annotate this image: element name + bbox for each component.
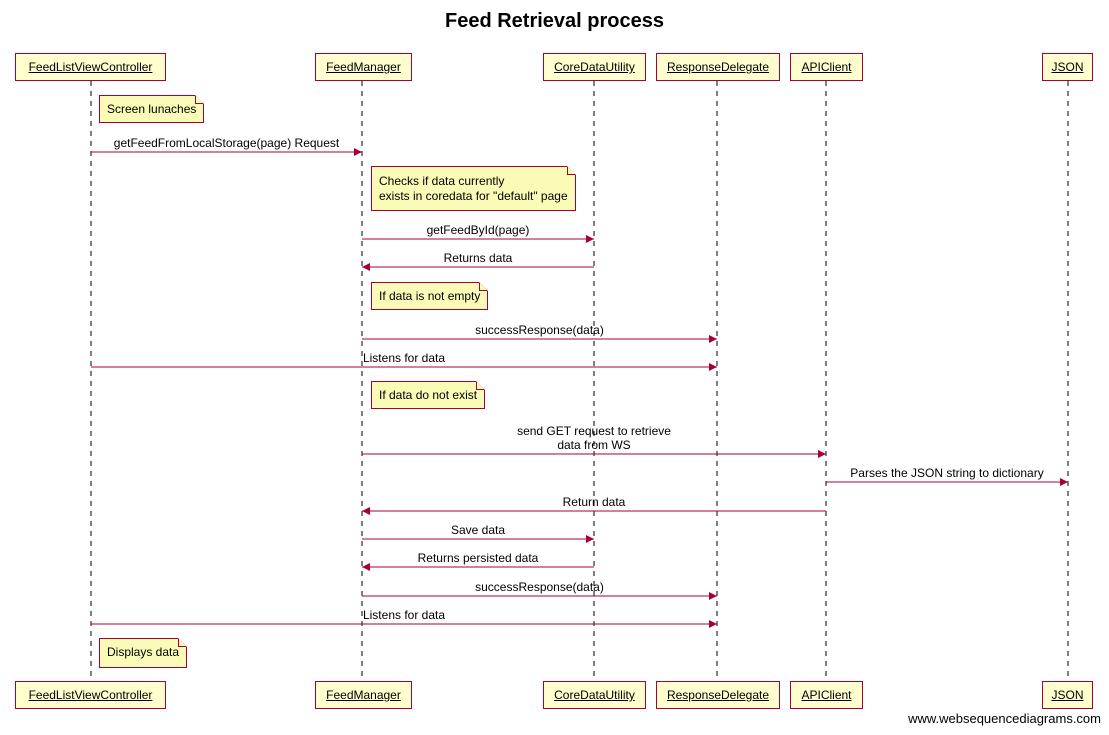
note-fold-corner — [195, 95, 205, 104]
message-label: Listens for data — [91, 608, 717, 622]
participant-label: FeedManager — [326, 688, 401, 702]
participant-flvc-bottom: FeedListViewController — [15, 681, 166, 709]
participant-label: APIClient — [801, 688, 852, 702]
participant-label: FeedManager — [326, 60, 401, 74]
participant-label: JSON — [1051, 688, 1084, 702]
note-text: If data do not exist — [379, 388, 478, 402]
note: Displays data — [99, 638, 188, 668]
participant-label: ResponseDelegate — [666, 60, 770, 74]
message-label: Listens for data — [91, 351, 717, 365]
participant-fm-top: FeedManager — [315, 53, 412, 81]
watermark: www.websequencediagrams.com — [908, 711, 1101, 726]
note-fold-corner — [476, 381, 486, 390]
participant-api-top: APIClient — [790, 53, 863, 81]
message-label: successResponse(data) — [362, 323, 717, 337]
participant-label: FeedListViewController — [28, 60, 153, 74]
participant-json-bottom: JSON — [1042, 681, 1093, 709]
message-label: Returns data — [362, 251, 594, 265]
message-label-line: data from WS — [557, 438, 631, 452]
message-label-line: Returns data — [443, 251, 513, 265]
diagram-title: Feed Retrieval process — [445, 10, 664, 32]
participant-label: APIClient — [801, 60, 852, 74]
note: Screen lunaches — [99, 95, 205, 123]
message-label: getFeedById(page) — [362, 223, 594, 237]
participant-label: JSON — [1051, 60, 1084, 74]
message-label-line: Save data — [450, 523, 506, 537]
message-label-line: successResponse(data) — [475, 323, 604, 337]
note: If data is not empty — [371, 282, 489, 310]
message-label: Return data — [362, 495, 826, 509]
participant-json-top: JSON — [1042, 53, 1093, 81]
message-label-line: successResponse(data) — [475, 580, 604, 594]
participant-label: ResponseDelegate — [666, 688, 770, 702]
message-label-line: getFeedById(page) — [426, 223, 530, 237]
note-fold-corner — [178, 638, 188, 647]
message-label-line: Listens for data — [362, 351, 446, 365]
message-label: Parses the JSON string to dictionary — [826, 466, 1068, 480]
note-fold-corner — [566, 166, 576, 175]
note-text: If data is not empty — [379, 289, 481, 303]
note-text: Displays data — [107, 645, 180, 659]
participant-fm-bottom: FeedManager — [315, 681, 412, 709]
message-label-line: Returns persisted data — [417, 551, 539, 565]
participant-rd-top: ResponseDelegate — [656, 53, 780, 81]
message-label: getFeedFromLocalStorage(page) Request — [91, 136, 362, 150]
participant-label: CoreDataUtility — [554, 60, 635, 74]
message-label-line: Return data — [562, 495, 626, 509]
note: If data do not exist — [371, 381, 486, 409]
message-label-line: Parses the JSON string to dictionary — [850, 466, 1044, 480]
participant-label: FeedListViewController — [28, 688, 153, 702]
note-text: Checks if data currently — [379, 174, 505, 188]
participant-label: CoreDataUtility — [554, 688, 635, 702]
message-label-line: Listens for data — [362, 608, 446, 622]
message-label-line: send GET request to retrieve — [517, 424, 671, 438]
message-label: successResponse(data) — [362, 580, 717, 594]
participant-cdu-top: CoreDataUtility — [543, 53, 646, 81]
participant-cdu-bottom: CoreDataUtility — [543, 681, 646, 709]
participant-rd-bottom: ResponseDelegate — [656, 681, 780, 709]
message-label-line: getFeedFromLocalStorage(page) Request — [113, 136, 340, 150]
participant-api-bottom: APIClient — [790, 681, 863, 709]
note-text: exists in coredata for "default" page — [379, 189, 568, 203]
note-fold-corner — [479, 282, 489, 291]
message-label: Returns persisted data — [362, 551, 594, 565]
message-label: Save data — [362, 523, 594, 537]
participant-flvc-top: FeedListViewController — [15, 53, 166, 81]
note-text: Screen lunaches — [107, 102, 197, 116]
